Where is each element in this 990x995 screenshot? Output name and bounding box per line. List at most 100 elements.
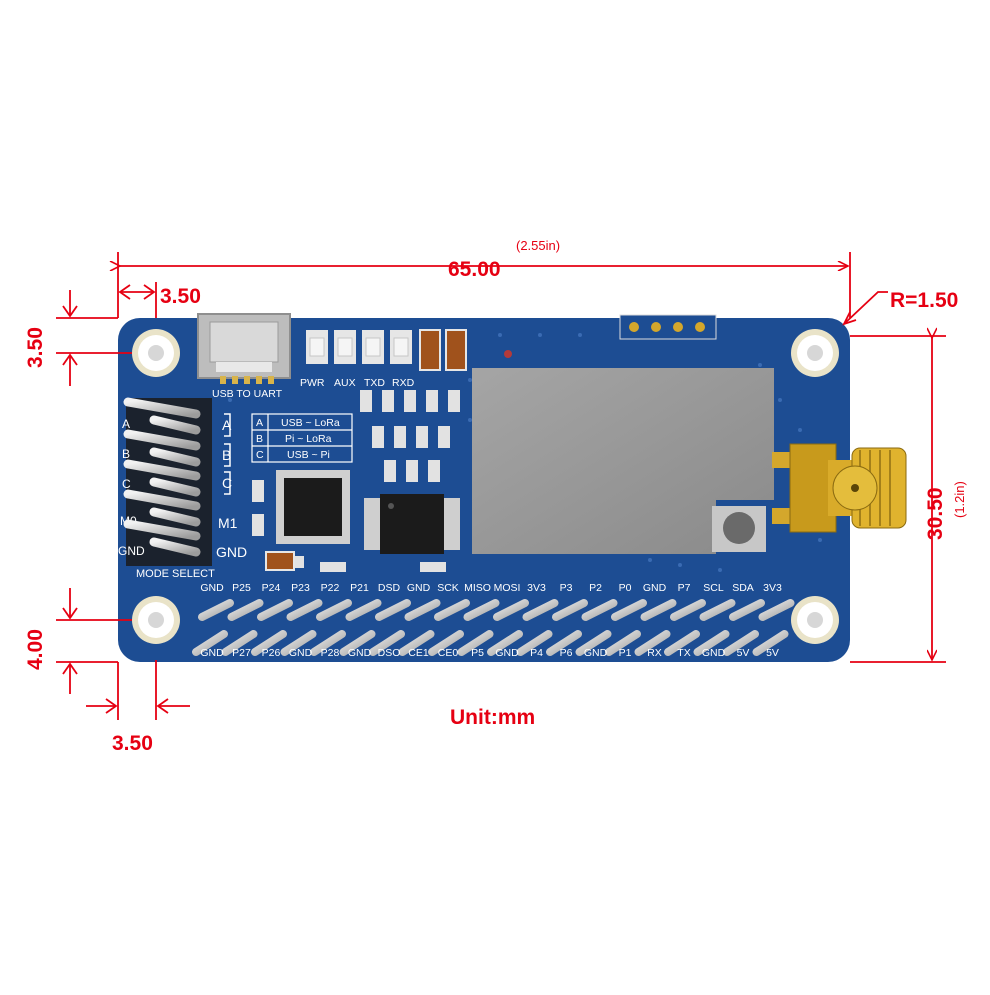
gpio-pin-top-row <box>316 599 352 621</box>
gpio-pin-top-row <box>227 599 264 621</box>
gpio-pin-top-row <box>493 599 529 621</box>
gpio-pin-bottom-row <box>664 630 700 656</box>
gpio-pin-top-row <box>434 599 470 621</box>
hole-offset-bottom-y-label: 4.00 <box>24 629 47 670</box>
header-bottom-label: P26 <box>262 647 281 659</box>
bracket-label-m1: M1 <box>218 515 238 531</box>
header-bottom-label: P6 <box>560 647 573 659</box>
gpio-pin-bottom-row <box>339 630 376 656</box>
gpio-pin-top-row <box>670 599 706 621</box>
gpio-pin-bottom-row <box>605 630 641 656</box>
mode-table <box>251 413 353 463</box>
mounting-hole-top-right <box>791 329 839 377</box>
passive-components <box>252 390 460 572</box>
gpio-pin-top-row <box>640 599 677 621</box>
width-mm-label: 65.00 <box>448 258 501 281</box>
top-pad-header <box>619 314 717 340</box>
header-top-label: SDA <box>732 582 754 594</box>
mode-desc-c: USB ~ Pi <box>287 449 330 461</box>
gpio-pin-bottom-row <box>546 630 582 656</box>
led-label-txd: TXD <box>364 377 385 389</box>
header-bottom-label: P5 <box>471 647 484 659</box>
gpio-header-pins <box>192 599 795 656</box>
bottom-hole-y-arrowhead-2 <box>62 662 78 675</box>
smd-capacitor <box>265 551 295 571</box>
gpio-pin-top-row <box>198 599 234 621</box>
bracket-label-gnd: GND <box>216 544 247 560</box>
led-labels: PWR AUX TXD RXD <box>300 377 415 389</box>
label-brackets <box>224 413 231 495</box>
gpio-pin-top-row <box>611 599 647 621</box>
gpio-pin-top-row <box>375 599 411 621</box>
gpio-pin-top-row <box>463 599 500 621</box>
sma-antenna-connector <box>772 443 907 533</box>
gpio-pin-bottom-row <box>693 630 730 656</box>
bracket-label-a: A <box>222 417 232 433</box>
gpio-pin-top-row <box>729 599 765 621</box>
header-top-label: GND <box>200 582 224 594</box>
dimension-labels: (2.55in) 65.00 3.50 R=1.50 3.50 4.00 3.5… <box>24 238 967 755</box>
hole-offset-bottom-x-label: 3.50 <box>112 732 153 755</box>
header-top-label: P0 <box>619 582 632 594</box>
gpio-pin-bottom-row <box>369 630 405 656</box>
gpio-pin-bottom-row <box>398 630 435 656</box>
bottom-hole-y-arrowhead-1 <box>62 607 78 620</box>
gpio-pin-top-row <box>699 599 736 621</box>
mode-key-a: A <box>256 417 263 429</box>
gpio-pin-bottom-row <box>487 630 523 656</box>
mounting-hole-bottom-right <box>791 596 839 644</box>
header-bottom-label: 5V <box>766 647 779 659</box>
gpio-pin-bottom-row <box>192 630 228 656</box>
micro-usb-connector <box>197 313 291 384</box>
lora-module <box>472 350 774 554</box>
led-label-aux: AUX <box>334 377 356 389</box>
jumper-label-c: C <box>122 477 131 491</box>
radius-leader <box>843 291 888 325</box>
header-top-label: MOSI <box>494 582 521 594</box>
mode-key-c: C <box>256 449 264 461</box>
header-top-label: 3V3 <box>763 582 782 594</box>
gpio-pin-top-row <box>345 599 382 621</box>
gpio-pin-top-row <box>404 599 441 621</box>
hole-offset-top-y-label: 3.50 <box>24 327 47 368</box>
gpio-pin-bottom-row <box>428 630 464 656</box>
header-bottom-label: 5V <box>737 647 750 659</box>
mounting-hole-top-left <box>132 329 180 377</box>
gpio-pin-top-row <box>758 599 795 621</box>
gpio-pin-top-row <box>552 599 588 621</box>
header-bottom-label: GND <box>495 647 519 659</box>
header-top-label: MISO <box>464 582 491 594</box>
header-top-label: SCL <box>703 582 724 594</box>
usb-uart-chip <box>276 470 350 544</box>
usb-to-uart-label: USB TO UART <box>212 388 283 400</box>
jumper-label-b: B <box>122 447 130 461</box>
mode-desc-a: USB ~ LoRa <box>281 417 340 429</box>
jumper-pins <box>123 397 201 557</box>
header-bottom-label: TX <box>677 647 690 659</box>
hole-x-arrows <box>118 284 156 300</box>
mode-desc-b: Pi ~ LoRa <box>285 433 332 445</box>
top-hole-y-arrowhead-2 <box>62 353 78 366</box>
header-top-label: P21 <box>350 582 369 594</box>
bottom-x-arrowhead-1 <box>105 698 118 714</box>
gpio-pin-bottom-row <box>634 630 671 656</box>
header-bottom-label: P1 <box>619 647 632 659</box>
gpio-pin-top-row <box>257 599 293 621</box>
tantalum-capacitors <box>419 329 467 371</box>
gpio-pin-bottom-row <box>752 630 789 656</box>
gpio-pin-bottom-row <box>280 630 317 656</box>
header-top-label: P2 <box>589 582 602 594</box>
level-shifter-chip <box>364 494 460 554</box>
gpio-pin-bottom-row <box>575 630 612 656</box>
width-inch-label: (2.55in) <box>516 238 560 253</box>
header-top-label: P23 <box>291 582 310 594</box>
unit-label: Unit:mm <box>450 706 535 729</box>
jumper-label-a: A <box>122 417 130 431</box>
mode-select-label: MODE SELECT <box>136 568 215 580</box>
header-top-label: GND <box>407 582 431 594</box>
header-top-label: P25 <box>232 582 251 594</box>
header-top-label: P7 <box>678 582 691 594</box>
